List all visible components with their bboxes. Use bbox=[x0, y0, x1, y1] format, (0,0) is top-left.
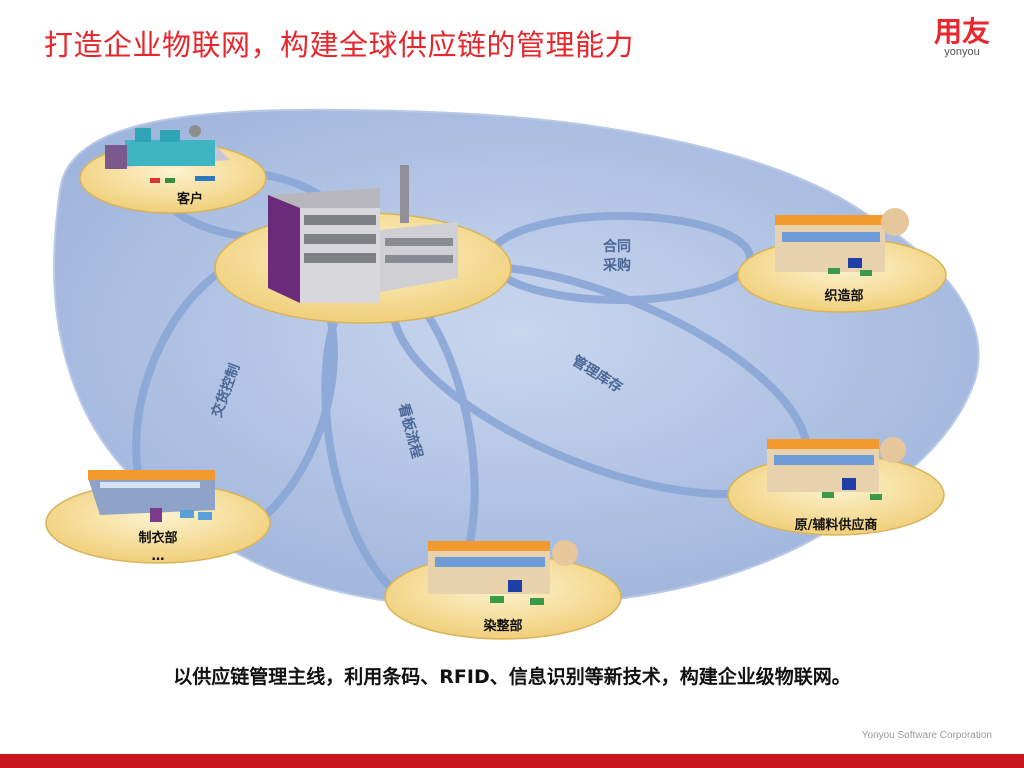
label-garment: 制衣部 bbox=[138, 530, 177, 546]
label-garment-more: … bbox=[152, 549, 165, 564]
logo-sub: yonyou bbox=[944, 46, 980, 58]
summary-text: 以供应链管理主线，利用条码、RFID、信息识别等新技术，构建企业级物联网。 bbox=[173, 666, 851, 688]
supplier-building bbox=[767, 437, 906, 500]
label-dyeing: 染整部 bbox=[482, 618, 522, 634]
garment-building bbox=[88, 470, 215, 522]
weaving-building bbox=[775, 208, 909, 276]
customer-building bbox=[105, 125, 230, 183]
dyeing-building bbox=[428, 540, 578, 605]
page-title: 打造企业物联网，构建全球供应链的管理能力 bbox=[44, 28, 635, 62]
label-contract-line1: 合同 bbox=[603, 238, 631, 255]
label-weaving: 织造部 bbox=[824, 288, 863, 304]
hub-factory bbox=[268, 165, 458, 303]
footer-company: Yonyou Software Corporation bbox=[861, 730, 992, 741]
bottom-bar bbox=[0, 754, 1024, 768]
yonyou-logo: 用友 yonyou bbox=[922, 15, 1002, 59]
label-supplier: 原/辅料供应商 bbox=[795, 517, 878, 533]
logo-mark: 用友 bbox=[933, 15, 990, 48]
label-customer: 客户 bbox=[177, 191, 203, 207]
label-contract-line2: 采购 bbox=[602, 257, 631, 274]
